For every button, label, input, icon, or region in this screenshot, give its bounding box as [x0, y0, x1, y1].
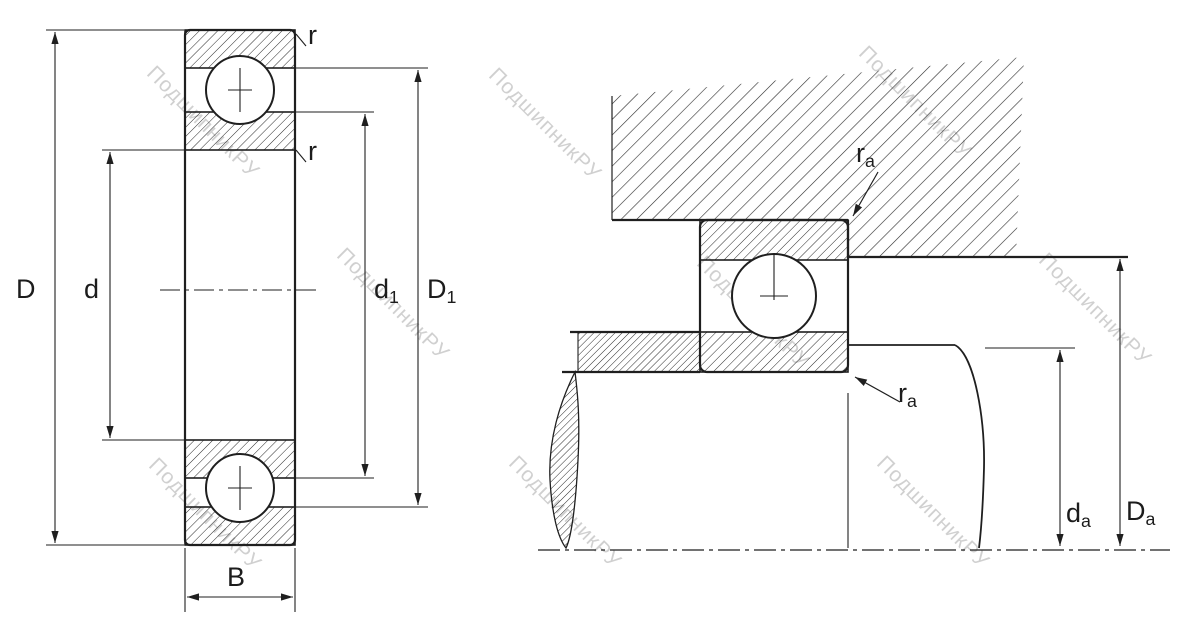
ra-leader-top — [852, 171, 879, 217]
dim-d1 — [296, 111, 374, 479]
shaft-right-shoulder-fillet — [954, 344, 985, 549]
housing-section — [612, 57, 1024, 257]
dim-label-da: da — [1066, 498, 1091, 531]
dim-label-D1: D1 — [427, 274, 457, 307]
dim-label-d: d — [84, 274, 100, 304]
dim-label-r-top: r — [308, 20, 317, 50]
shaft-break-teardrop — [549, 369, 580, 550]
dim-label-D: D — [16, 274, 36, 304]
r-leader-mid — [295, 149, 307, 163]
shaft-shoulder-section — [578, 332, 700, 372]
dim-label-d1: d1 — [374, 274, 399, 307]
dim-label-B: B — [227, 562, 246, 592]
dim-D — [46, 29, 184, 546]
dim-D1 — [296, 67, 428, 508]
front-outline — [183, 28, 297, 547]
r-leader-top — [295, 33, 307, 47]
ra-leader-bottom — [854, 376, 901, 403]
front-view — [46, 28, 428, 612]
dim-da — [985, 347, 1075, 546]
dim-label-ra-bottom: ra — [898, 378, 917, 411]
dim-label-r-mid: r — [308, 136, 317, 166]
dim-label-ra-top: ra — [856, 138, 875, 171]
dim-label-Da: Da — [1126, 496, 1156, 529]
dim-d — [102, 149, 186, 441]
dim-B — [184, 548, 296, 612]
mounted-bearing-outline — [698, 218, 850, 374]
mounted-view — [538, 57, 1170, 551]
